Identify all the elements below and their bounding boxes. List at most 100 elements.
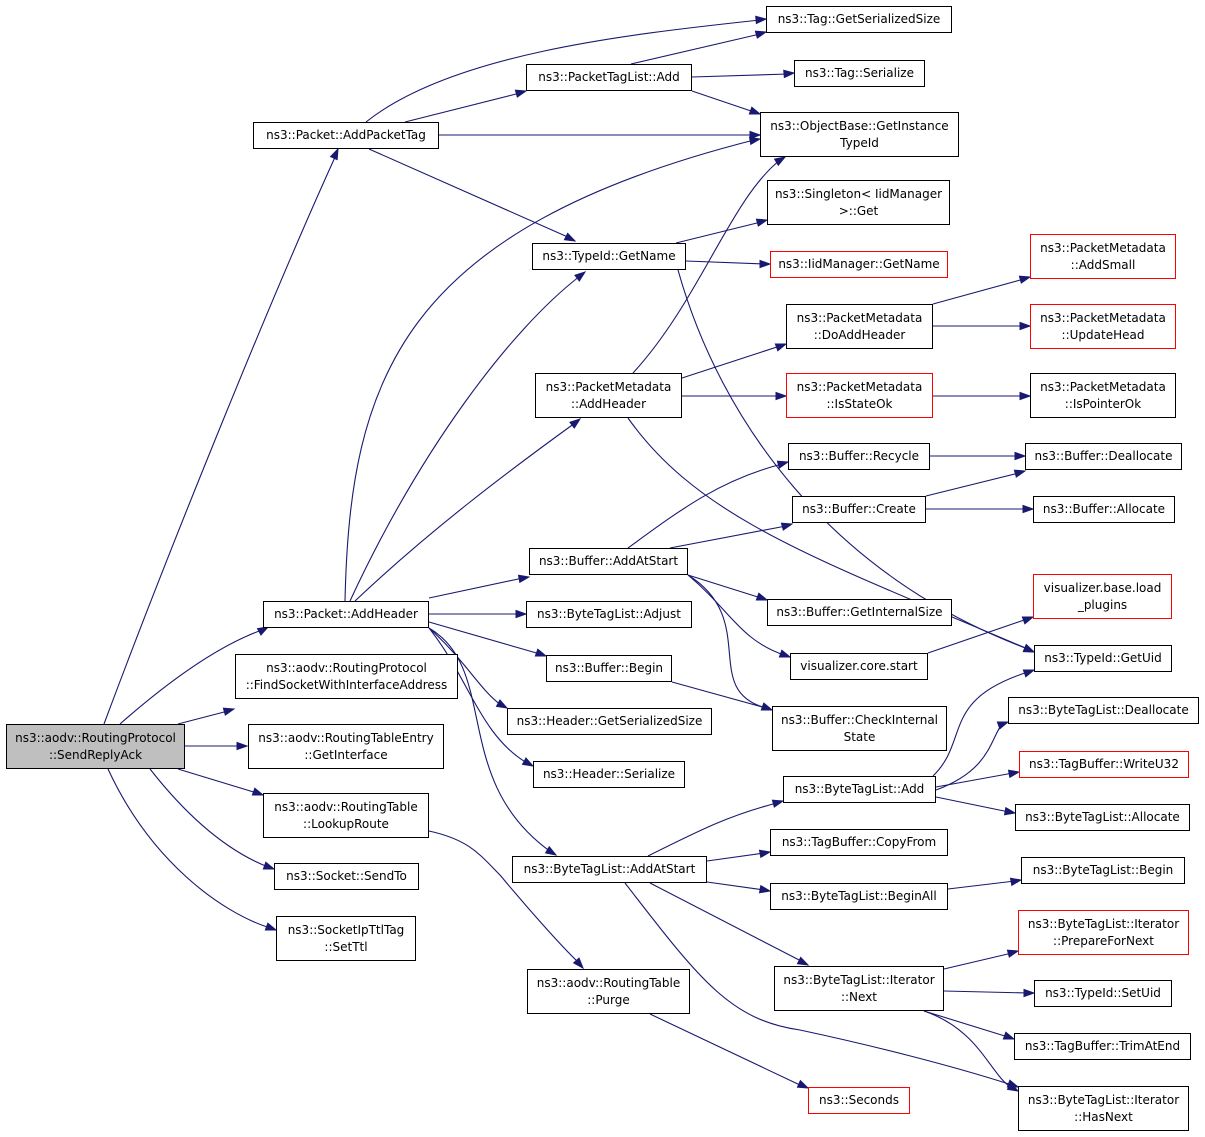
edge-gn-singleton bbox=[675, 218, 769, 244]
edge-ah-adjust bbox=[429, 609, 528, 619]
node-tagSerialize[interactable]: ns3::Tag::Serialize bbox=[794, 60, 925, 87]
node-getInterface[interactable]: ns3::aodv::RoutingTableEntry ::GetInterf… bbox=[248, 724, 444, 769]
edge-apt-getName bbox=[368, 148, 577, 242]
node-btlAdjust[interactable]: ns3::ByteTagList::Adjust bbox=[526, 601, 692, 628]
edge-ah-getInstance bbox=[344, 136, 762, 602]
node-tbCopyFrom[interactable]: ns3::TagBuffer::CopyFrom bbox=[770, 829, 948, 856]
edge-it-setUid bbox=[943, 988, 1036, 998]
edge-viz-load bbox=[927, 616, 1035, 654]
edge-root-lookupRoute bbox=[177, 768, 265, 796]
node-btlBeginAll[interactable]: ns3::ByteTagList::BeginAll bbox=[770, 883, 948, 910]
node-root: ns3::aodv::RoutingProtocol ::SendReplyAc… bbox=[6, 724, 185, 769]
node-getInstanceTypeId[interactable]: ns3::ObjectBase::GetInstance TypeId bbox=[760, 112, 959, 157]
edge-bas2-copy bbox=[706, 849, 772, 862]
node-itPrepare[interactable]: ns3::ByteTagList::Iterator ::PrepareForN… bbox=[1018, 910, 1189, 955]
node-pmAddHeader[interactable]: ns3::PacketMetadata ::AddHeader bbox=[535, 373, 682, 418]
edge-root-setTtl bbox=[107, 768, 278, 931]
node-pmIsPointerOk[interactable]: ns3::PacketMetadata ::IsPointerOk bbox=[1030, 373, 1176, 418]
edge-apt-tagSize bbox=[365, 15, 768, 123]
node-ptlAdd[interactable]: ns3::PacketTagList::Add bbox=[526, 64, 692, 91]
node-findSocket[interactable]: ns3::aodv::RoutingProtocol ::FindSocketW… bbox=[235, 654, 458, 699]
node-pmAddSmall[interactable]: ns3::PacketMetadata ::AddSmall bbox=[1030, 234, 1176, 279]
edge-doadd-head bbox=[933, 321, 1032, 331]
node-sendTo[interactable]: ns3::Socket::SendTo bbox=[274, 863, 419, 890]
node-bufInternalSize[interactable]: ns3::Buffer::GetInternalSize bbox=[767, 599, 952, 626]
edge-bb-checkInt bbox=[671, 681, 774, 711]
node-btlAdd[interactable]: ns3::ByteTagList::Add bbox=[783, 776, 936, 803]
node-pmIsStateOk[interactable]: ns3::PacketMetadata ::IsStateOk bbox=[786, 373, 933, 418]
node-typeGetName[interactable]: ns3::TypeId::GetName bbox=[532, 243, 686, 270]
node-lookupRoute[interactable]: ns3::aodv::RoutingTable ::LookupRoute bbox=[263, 793, 429, 838]
node-itHasNext[interactable]: ns3::ByteTagList::Iterator ::HasNext bbox=[1018, 1086, 1189, 1131]
edge-it-hasNext bbox=[923, 1010, 1020, 1092]
node-pmDoAddHeader[interactable]: ns3::PacketMetadata ::DoAddHeader bbox=[786, 304, 933, 349]
node-btlAddAtStart[interactable]: ns3::ByteTagList::AddAtStart bbox=[512, 856, 707, 883]
node-singletonGet[interactable]: ns3::Singleton< IidManager >::Get bbox=[767, 180, 950, 225]
node-addHeader[interactable]: ns3::Packet::AddHeader bbox=[263, 601, 429, 628]
edge-ah-pmh bbox=[354, 418, 582, 602]
edge-root-sendTo bbox=[149, 768, 276, 870]
edge-bas-create bbox=[669, 522, 794, 549]
node-addPacketTag[interactable]: ns3::Packet::AddPacketTag bbox=[253, 122, 439, 149]
edge-purge-seconds bbox=[649, 1013, 810, 1089]
node-bufDeallocate[interactable]: ns3::Buffer::Deallocate bbox=[1025, 443, 1182, 470]
edge-bas-recycle bbox=[627, 460, 790, 549]
edge-ptl-getInstance bbox=[691, 90, 762, 115]
node-itNext[interactable]: ns3::ByteTagList::Iterator ::Next bbox=[774, 966, 944, 1011]
edge-cr-alloc bbox=[926, 504, 1035, 514]
node-bufCheckInternal[interactable]: ns3::Buffer::CheckInternal State bbox=[772, 706, 947, 751]
edge-root-findSocket bbox=[177, 707, 236, 725]
edge-ah-hdrSize bbox=[428, 627, 509, 709]
edge-it-prepare bbox=[943, 949, 1020, 970]
node-iidGetName[interactable]: ns3::IidManager::GetName bbox=[770, 251, 948, 278]
node-purge[interactable]: ns3::aodv::RoutingTable ::Purge bbox=[527, 969, 690, 1014]
edge-ptl-tagSerialize bbox=[691, 69, 796, 79]
edge-add-alloc bbox=[935, 796, 1017, 816]
node-tagSize[interactable]: ns3::Tag::GetSerializedSize bbox=[766, 6, 952, 33]
edge-pmh-isState bbox=[682, 391, 788, 401]
edge-apt-ptlAdd bbox=[404, 89, 528, 123]
edge-add-dealloc bbox=[935, 721, 1010, 791]
node-bufAllocate[interactable]: ns3::Buffer::Allocate bbox=[1033, 496, 1175, 523]
edge-rec-dealloc bbox=[930, 451, 1027, 461]
node-bufBegin[interactable]: ns3::Buffer::Begin bbox=[546, 655, 672, 682]
edge-ah-btlAddAtStart bbox=[428, 627, 558, 856]
edge-cr-dealloc bbox=[925, 469, 1027, 497]
edge-add-write bbox=[935, 769, 1021, 788]
node-vizLoadPlugins[interactable]: visualizer.base.load _plugins bbox=[1033, 574, 1172, 619]
edge-lookup-purge bbox=[428, 830, 584, 970]
edge-root-getInterface bbox=[185, 741, 249, 751]
edge-ah-getName bbox=[349, 271, 587, 602]
node-bufRecycle[interactable]: ns3::Buffer::Recycle bbox=[788, 443, 930, 470]
node-typeGetUid[interactable]: ns3::TypeId::GetUid bbox=[1034, 645, 1172, 672]
node-hdrSize[interactable]: ns3::Header::GetSerializedSize bbox=[507, 708, 712, 735]
node-tbTrimAtEnd[interactable]: ns3::TagBuffer::TrimAtEnd bbox=[1014, 1033, 1191, 1060]
node-btlDeallocate[interactable]: ns3::ByteTagList::Deallocate bbox=[1008, 697, 1199, 724]
edge-add-getUid bbox=[932, 669, 1036, 777]
node-tbWriteU32[interactable]: ns3::TagBuffer::WriteU32 bbox=[1019, 751, 1189, 778]
edge-pmh-getInstance bbox=[632, 156, 787, 374]
node-btlAllocate[interactable]: ns3::ByteTagList::Allocate bbox=[1015, 804, 1190, 831]
node-typeSetUid[interactable]: ns3::TypeId::SetUid bbox=[1034, 980, 1172, 1007]
edge-isstate-ptr bbox=[933, 391, 1032, 401]
node-seconds[interactable]: ns3::Seconds bbox=[808, 1087, 910, 1114]
edge-bas2-itNext bbox=[649, 882, 810, 966]
node-pmUpdateHead[interactable]: ns3::PacketMetadata ::UpdateHead bbox=[1030, 304, 1176, 349]
edge-pmh-doAdd bbox=[681, 343, 788, 379]
edge-root-addHeader bbox=[119, 626, 270, 725]
edge-bas-vizStart bbox=[687, 574, 792, 658]
node-setTtl[interactable]: ns3::SocketIpTtlTag ::SetTtl bbox=[276, 916, 416, 961]
node-btlBegin[interactable]: ns3::ByteTagList::Begin bbox=[1021, 857, 1185, 884]
edge-ah-bufBegin bbox=[428, 621, 548, 657]
node-vizStart[interactable]: visualizer.core.start bbox=[790, 653, 928, 680]
edge-bas2-beginAll bbox=[706, 881, 772, 894]
edge-apt-getInstance bbox=[439, 130, 762, 140]
edge-root-addPacketTag bbox=[103, 147, 339, 725]
node-hdrSerialize[interactable]: ns3::Header::Serialize bbox=[533, 761, 685, 788]
node-bufAddAtStart[interactable]: ns3::Buffer::AddAtStart bbox=[529, 548, 688, 575]
edge-bas2-add bbox=[647, 799, 785, 857]
edge-beginAll-begin bbox=[947, 877, 1023, 890]
node-bufCreate[interactable]: ns3::Buffer::Create bbox=[792, 496, 926, 523]
edge-it-trim bbox=[923, 1010, 1016, 1040]
